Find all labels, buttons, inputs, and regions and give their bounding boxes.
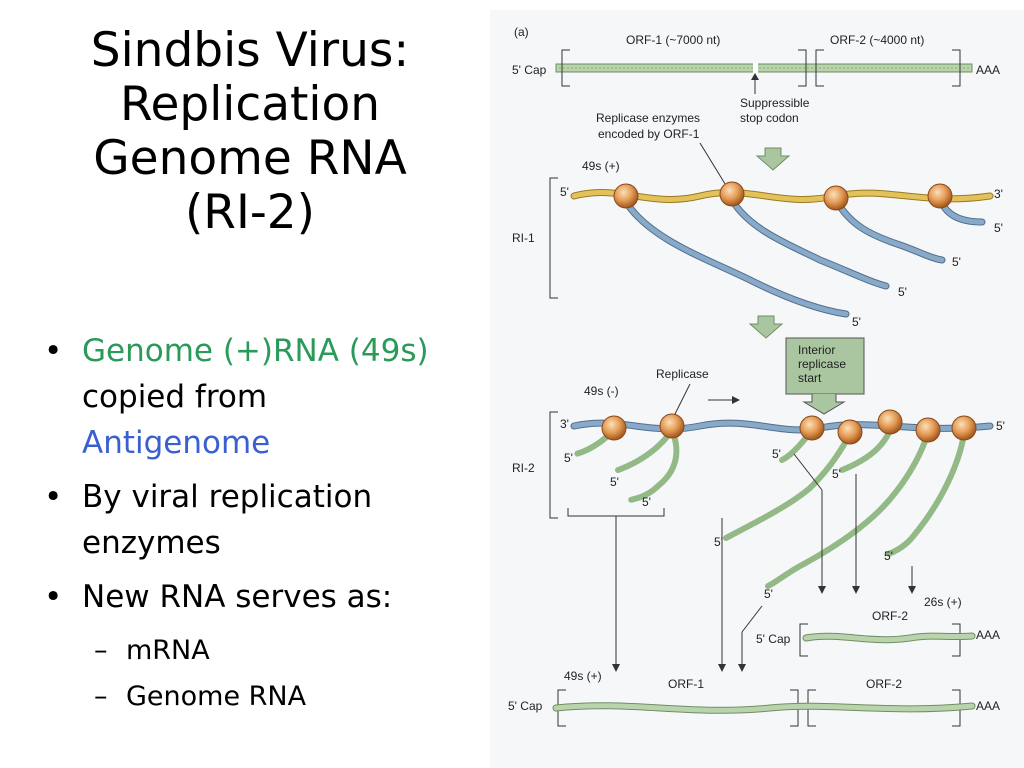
ri2-3prime: 3' [560,417,569,431]
interior-label-2: replicase [798,357,846,371]
title-line-1: Sindbis Virus: [90,23,410,78]
down-arrow-1 [755,147,791,171]
ri1-5prime: 5' [560,185,569,199]
stop-codon-label: stop codon [740,111,799,125]
title-line-3: Genome RNA [93,131,407,186]
aaa-bottom-label: AAA [976,699,1000,713]
bullet-2-line-2: enzymes [82,525,221,561]
ri2-5prime-d: 5' [772,447,781,461]
sub-bullet-1: –mRNA [94,635,210,666]
sub-bullet-2: –Genome RNA [94,681,307,712]
genome-plus-strand [571,190,993,202]
sub-bullet-1-text: mRNA [126,635,210,666]
interior-label-1: Interior [798,343,835,357]
ri2-label: RI-2 [512,461,535,475]
down-arrow-2 [748,315,784,339]
nascent-minus-strands [622,194,986,318]
orf2-bottom-label: ORF-2 [866,677,902,691]
cap-sub-label: 5' Cap [756,632,791,646]
cap-bottom-label: 5' Cap [508,699,543,713]
cap-top-label: 5' Cap [512,63,547,77]
encoded-by-label: encoded by ORF-1 [598,127,700,141]
ri1-5prime-a: 5' [994,221,1003,235]
bullet-1-line-2: copied from [82,379,268,415]
ri2-5prime-e: 5' [832,467,841,481]
orf2-sub-label: ORF-2 [872,609,908,623]
ri1-5prime-b: 5' [952,255,961,269]
suppressible-label: Suppressible [740,96,810,110]
aaa-top-label: AAA [976,63,1000,77]
panel-label: (a) [514,25,529,39]
s49-plus-bottom-label: 49s (+) [564,669,602,683]
ri2-5prime-f: 5' [714,535,723,549]
orf1-top-label: ORF-1 (~7000 nt) [626,33,720,47]
orf1-bottom-label: ORF-1 [668,677,704,691]
s49-plus-label: 49s (+) [582,159,620,173]
diagram-svg: (a) ORF-1 (~7000 nt) ORF-2 (~4000 nt) 5'… [508,25,1005,727]
replicase-label: Replicase [656,367,709,381]
title-line-2: Replication [119,77,381,132]
bullet-3-line-1: New RNA serves as: [82,579,393,615]
bullet-list: • Genome (+)RNA (49s) copied from Antige… [40,328,500,720]
ri2-5prime-g: 5' [884,549,893,563]
ri1-5prime-d: 5' [852,315,861,329]
interior-label-3: start [798,371,822,385]
aaa-sub-label: AAA [976,628,1000,642]
bullet-3: • New RNA serves as: [40,574,500,620]
bullet-2: • By viral replication enzymes [40,474,500,566]
product-arrows [615,453,913,666]
genome-bar-top [555,63,973,73]
replicase-balls-ri1 [613,181,953,211]
subgenomic-rna-26s [803,633,975,643]
s26-plus-label: 26s (+) [924,595,962,609]
ri1-3prime: 3' [994,187,1003,201]
bullet-2-line-1: By viral replication [82,479,373,515]
bullet-1: • Genome (+)RNA (49s) copied from Antige… [40,328,500,466]
ri2-5prime: 5' [996,419,1005,433]
slide-title: Sindbis Virus: Replication Genome RNA (R… [20,24,480,240]
genome-rna-49s-bottom [553,703,975,713]
ri1-5prime-c: 5' [898,285,907,299]
ri2-5prime-b: 5' [610,475,619,489]
bullet-1-line-3: Antigenome [82,425,271,461]
replication-diagram: (a) ORF-1 (~7000 nt) ORF-2 (~4000 nt) 5'… [490,10,1024,768]
stop-codon-mark [753,63,758,73]
ri2-5prime-a: 5' [564,451,573,465]
title-line-4: (RI-2) [184,185,316,240]
nascent-plus-strands [573,427,967,589]
ri2-5prime-h: 5' [764,587,773,601]
ri2-5prime-c: 5' [642,495,651,509]
s49-minus-label: 49s (-) [584,384,619,398]
sub-bullet-2-text: Genome RNA [126,681,307,712]
ri1-label: RI-1 [512,231,535,245]
interior-start-box [785,337,865,395]
replicase-enzymes-label: Replicase enzymes [596,111,700,125]
bullet-1-line-1: Genome (+)RNA (49s) [82,333,429,369]
replicase-balls-ri2 [601,409,977,445]
orf2-top-label: ORF-2 (~4000 nt) [830,33,924,47]
